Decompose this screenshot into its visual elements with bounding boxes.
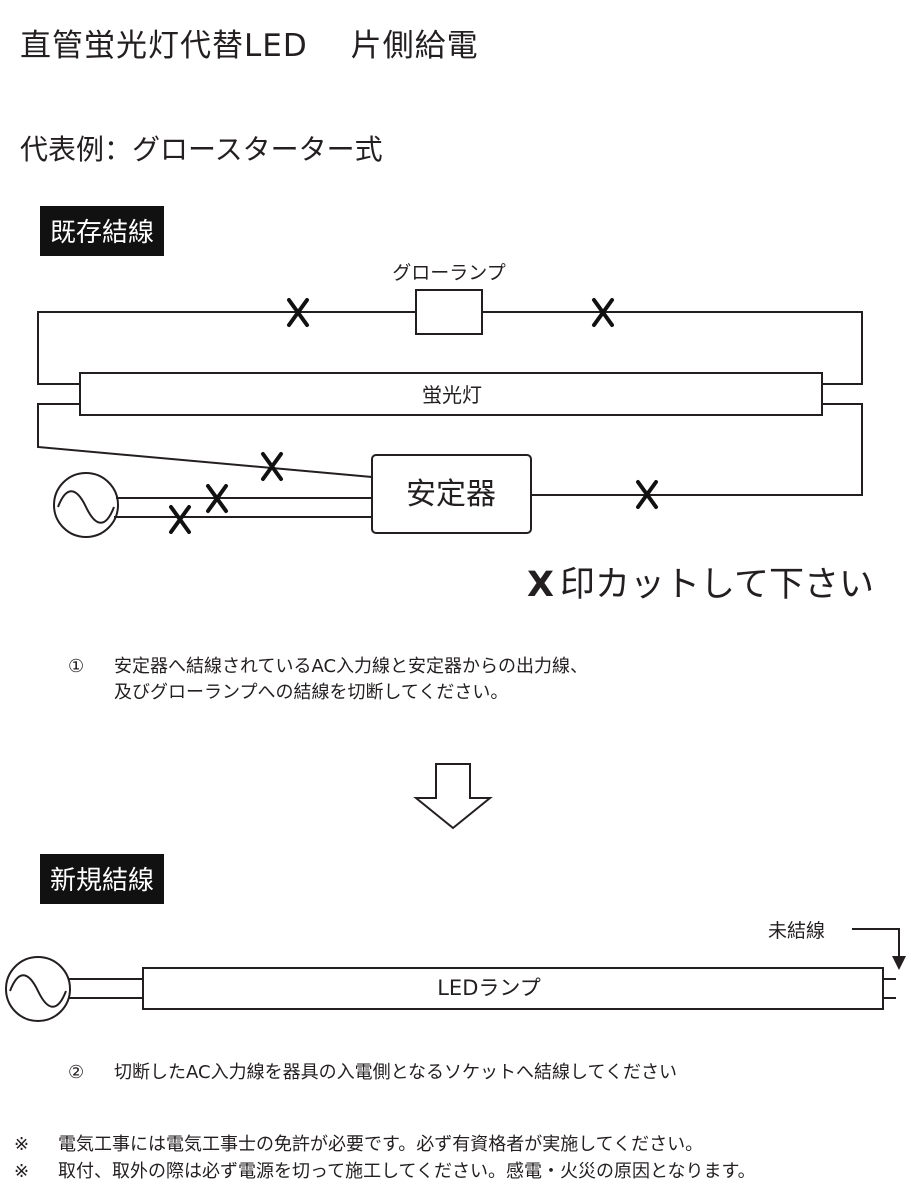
glow-lamp-box <box>415 289 483 335</box>
cut-instruction-text: 印カットして下さい <box>560 565 874 605</box>
unconnected-label: 未結線 <box>768 920 825 942</box>
page-subtitle: 代表例：グロースターター式 <box>20 133 383 166</box>
footnote-mark: ※ <box>14 1161 30 1182</box>
wire-right-top <box>482 311 863 385</box>
footnote-1: ※ 電気工事には電気工事士の免許が必要です。必ず有資格者が実施してください。 <box>14 1130 703 1156</box>
cut-mark-3 <box>261 452 283 481</box>
step2-number: ② <box>68 1062 85 1083</box>
footnote-2: ※ 取付、取外の際は必ず電源を切って施工してください。感電・火災の原因となります。 <box>14 1157 756 1183</box>
cut-mark-2 <box>592 298 614 327</box>
ballast-label: 安定器 <box>406 477 496 512</box>
unconnected-pointer-line <box>852 928 900 958</box>
tube-left-pins <box>66 383 80 405</box>
new-wiring-label: 新規結線 <box>40 854 165 904</box>
wire-left-top <box>37 311 416 385</box>
new-ac-sine <box>9 974 67 1008</box>
footnote-mark: ※ <box>14 1134 30 1155</box>
step2-text: 切断したAC入力線を器具の入電側となるソケットへ結線してください <box>114 1062 677 1083</box>
cut-mark-6 <box>636 480 658 509</box>
wire-left-lower <box>37 403 373 478</box>
ballast-box <box>371 454 532 534</box>
cut-mark-5 <box>169 505 191 534</box>
page-title: 直管蛍光灯代替LED 片側給電 <box>20 28 479 64</box>
step1-number: ① <box>68 656 85 677</box>
ac-sine <box>57 490 115 524</box>
unconnected-arrowhead-icon <box>892 956 906 970</box>
cut-mark-icon: X <box>527 565 554 605</box>
tube-right-pins <box>822 383 836 405</box>
led-right-pins <box>883 978 896 999</box>
new-ac-source-circle <box>5 956 71 1022</box>
glow-lamp-label: グローランプ <box>392 262 505 284</box>
wire-right-lower <box>531 403 863 496</box>
fluorescent-tube <box>79 372 823 416</box>
led-lamp-label: LEDランプ <box>437 976 541 1000</box>
step1-text-2: 及びグローランプへの結線を切断してください。 <box>114 682 509 703</box>
footnote-text: 取付、取外の際は必ず電源を切って施工してください。感電・火災の原因となります。 <box>58 1161 756 1182</box>
led-left-pins <box>131 978 143 999</box>
step1-text-1: 安定器へ結線されているAC入力線と安定器からの出力線、 <box>114 656 589 677</box>
led-lamp-tube <box>142 967 884 1010</box>
step2-line: ② 切断したAC入力線を器具の入電側となるソケットへ結線してください <box>68 1058 677 1084</box>
existing-wiring-label: 既存結線 <box>40 206 165 256</box>
down-arrow-icon <box>413 763 493 830</box>
cut-mark-1 <box>287 298 309 327</box>
ac-source-circle <box>53 472 119 538</box>
cut-mark-4 <box>206 484 228 513</box>
step1-line1: ① 安定器へ結線されているAC入力線と安定器からの出力線、 <box>68 652 588 678</box>
tube-label: 蛍光灯 <box>422 383 482 407</box>
footnote-text: 電気工事には電気工事士の免許が必要です。必ず有資格者が実施してください。 <box>58 1134 704 1155</box>
